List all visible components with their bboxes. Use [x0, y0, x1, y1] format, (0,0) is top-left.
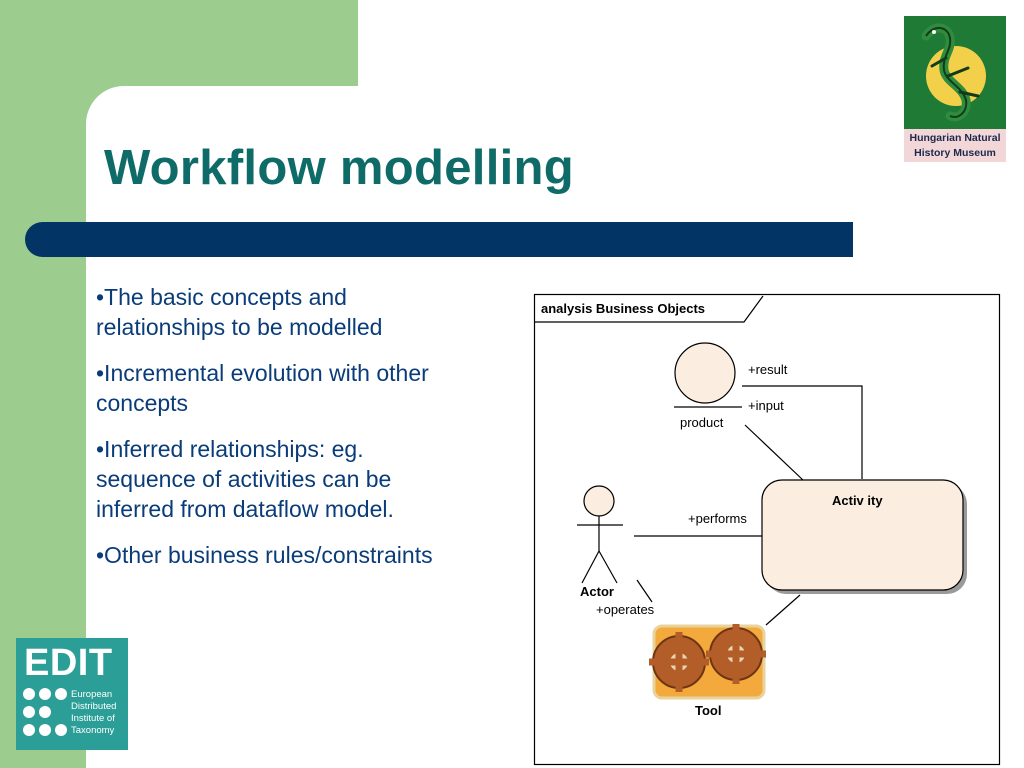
edit-logo-word: EDIT [24, 642, 113, 684]
edit-logo-line: Distributed [71, 701, 117, 712]
activity-label: Activ ity [832, 493, 883, 508]
museum-logo: Hungarian Natural History Museum [904, 16, 1006, 162]
edit-logo: EDIT European Distributed Institute of T… [16, 638, 128, 750]
activity-node [761, 479, 967, 594]
frame-label: analysis Business Objects [541, 301, 706, 316]
museum-name: Hungarian Natural History Museum [904, 129, 1006, 162]
edit-logo-line: European [71, 689, 113, 700]
tool-connector [765, 594, 801, 626]
bullet-item: •Incremental evolution with other concep… [96, 360, 429, 416]
museum-emblem [904, 16, 1006, 129]
actor-figure [577, 485, 623, 584]
result-role-label: +result [748, 362, 788, 377]
edit-logo-text: European Distributed Institute of Taxono… [71, 689, 116, 737]
bullet-item: •Other business rules/constraints [96, 542, 433, 568]
tool-gears-image [649, 624, 766, 700]
museum-name-line: History Museum [914, 147, 996, 159]
input-role-label: +input [748, 398, 784, 413]
edit-logo-line: Institute of [71, 713, 115, 724]
bullet-list: •The basic concepts and relationships to… [96, 282, 456, 586]
actor-label: Actor [580, 584, 614, 599]
performs-role-label: +performs [688, 511, 747, 526]
result-connector [742, 385, 863, 479]
bullet-item: •The basic concepts and relationships to… [96, 284, 383, 340]
operates-role-label: +operates [596, 602, 655, 617]
edit-logo-line: Taxonomy [71, 725, 115, 736]
product-object [674, 342, 742, 408]
product-label: product [680, 415, 724, 430]
frame-label-tab [534, 295, 764, 323]
uml-diagram-canvas [533, 293, 1001, 766]
operates-connector [636, 579, 653, 603]
museum-name-line: Hungarian Natural [909, 132, 1001, 144]
slide-title: Workflow modelling [104, 141, 574, 195]
bullet-item: •Inferred relationships: eg. sequence of… [96, 436, 394, 522]
uml-diagram: analysis Business Objects product +resul… [533, 293, 1001, 766]
tool-label: Tool [695, 703, 722, 718]
input-connector [744, 424, 805, 482]
title-underline-bar [25, 222, 853, 257]
